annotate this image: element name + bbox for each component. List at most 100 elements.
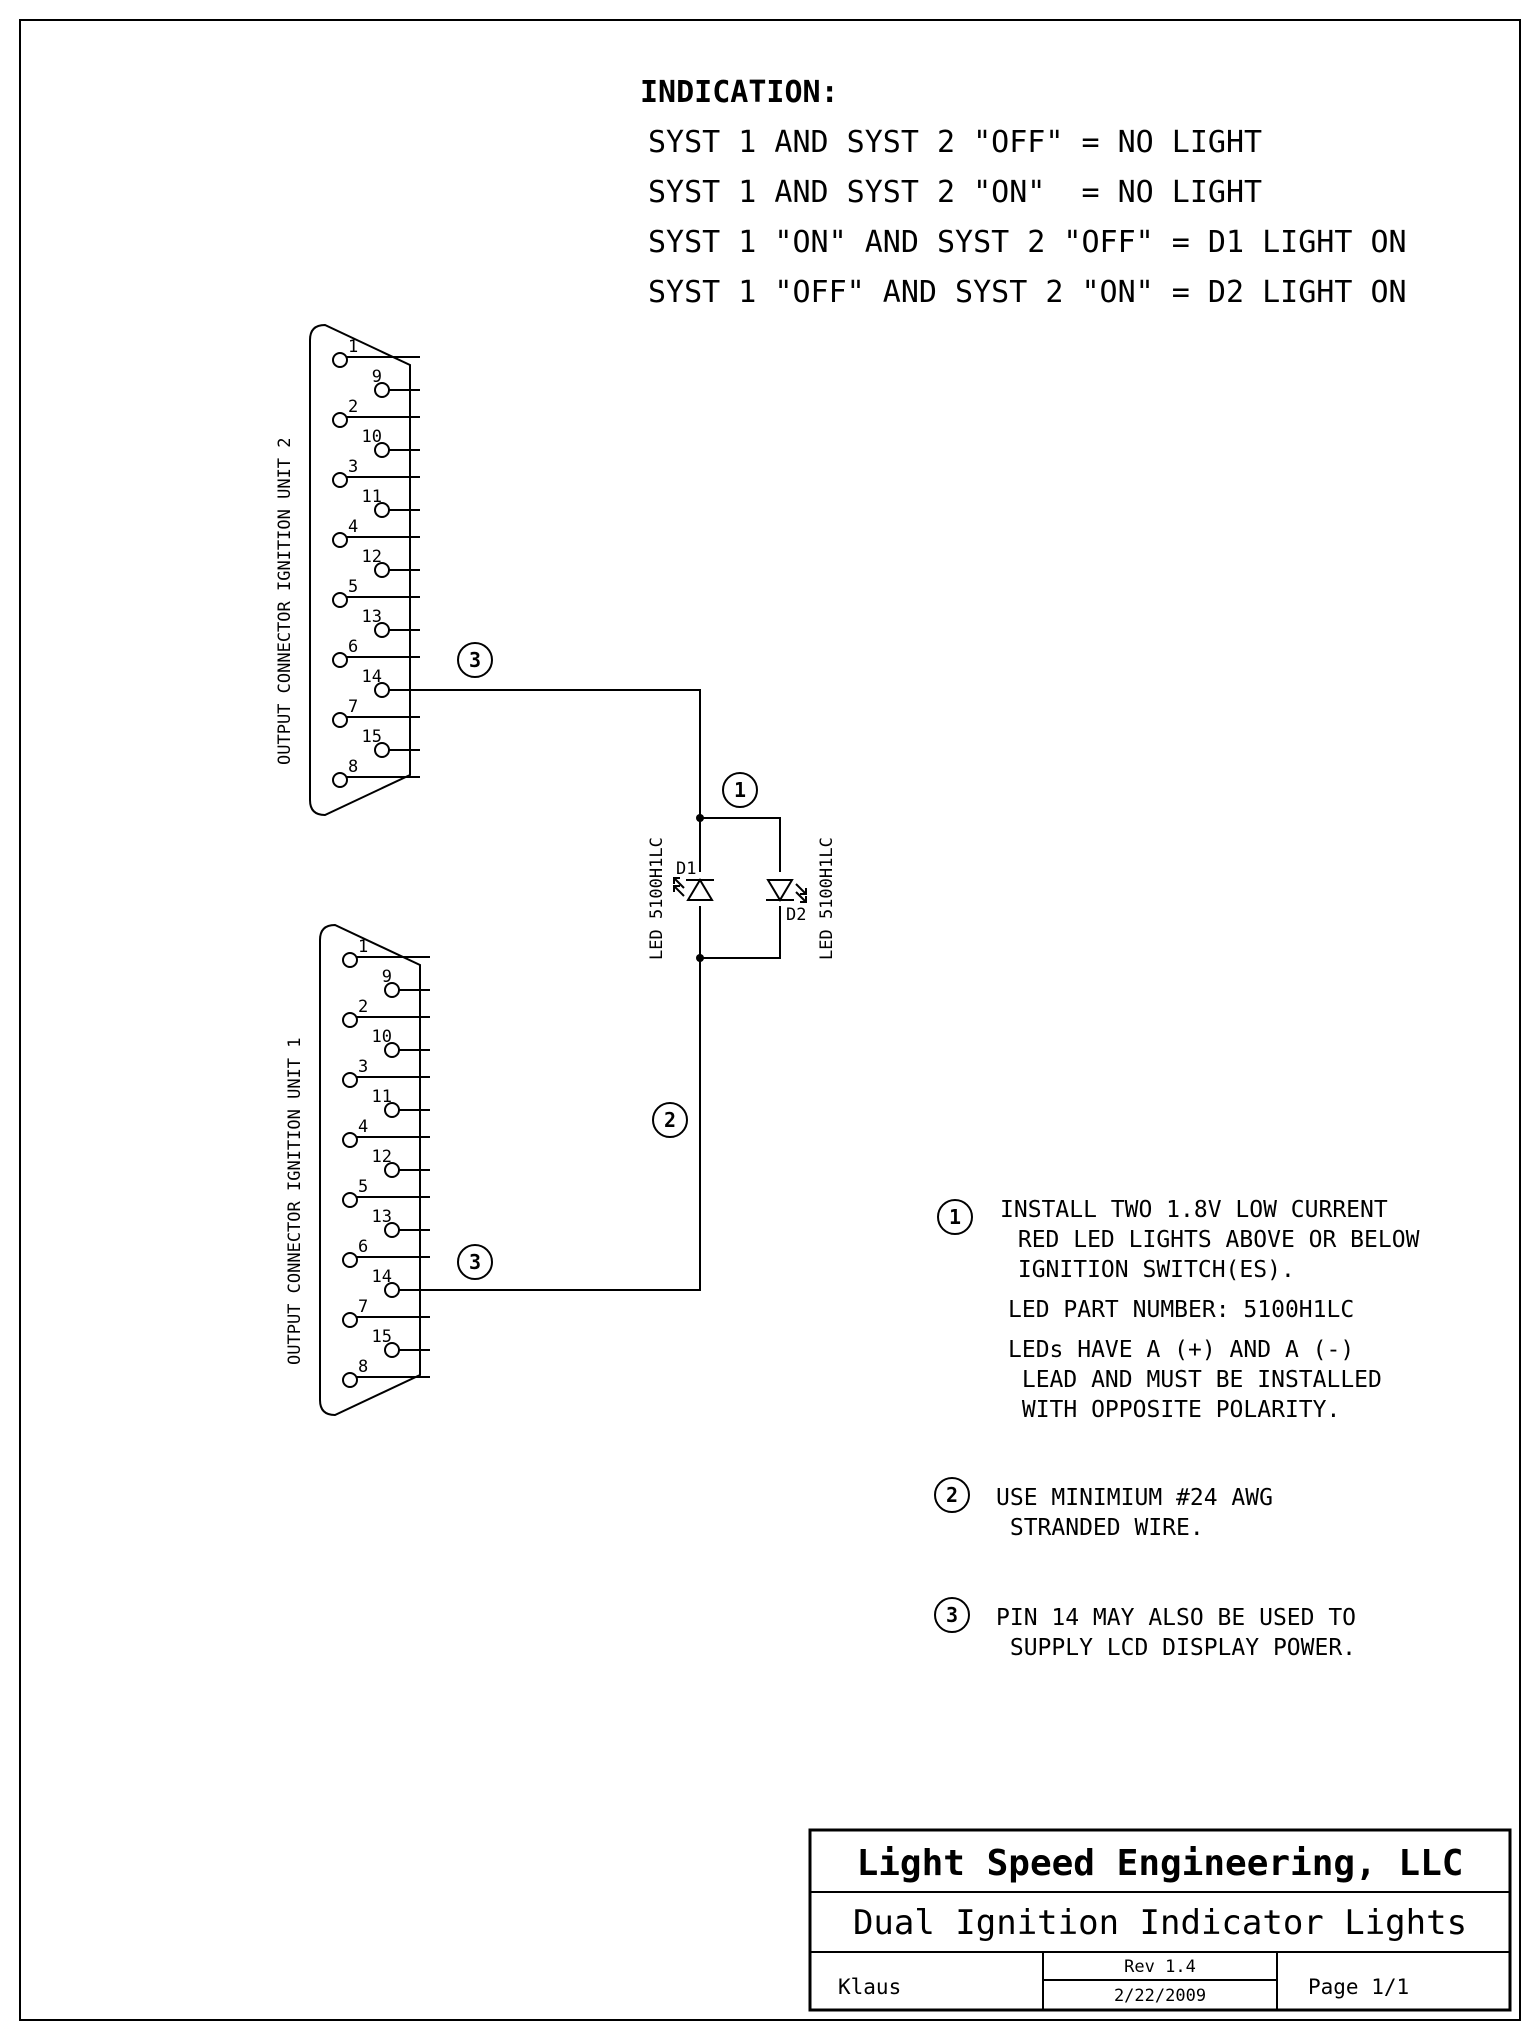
drawing-border — [19, 19, 1521, 2021]
pin-number: 10 — [362, 427, 382, 447]
connector-pin — [342, 1312, 358, 1328]
pin-number: 13 — [372, 1207, 392, 1227]
note-2-line-1: USE MINIMIUM #24 AWG — [996, 1485, 1273, 1511]
connector-pin — [332, 772, 348, 788]
connector-pin — [332, 412, 348, 428]
led-d2-symbol — [766, 879, 794, 902]
led-d1-symbol — [686, 878, 714, 901]
indication-title: INDICATION: — [640, 75, 839, 110]
pin-number: 4 — [358, 1117, 368, 1137]
pin-number: 15 — [372, 1327, 392, 1347]
indication-line-2: SYST 1 AND SYST 2 "ON" = NO LIGHT — [648, 175, 1262, 210]
note-1-line-1: INSTALL TWO 1.8V LOW CURRENT — [1000, 1197, 1388, 1223]
pin-number: 4 — [348, 517, 358, 537]
title-block: Light Speed Engineering, LLC Dual Igniti… — [808, 1828, 1512, 2012]
indication-line-3: SYST 1 "ON" AND SYST 2 "OFF" = D1 LIGHT … — [648, 225, 1407, 260]
note-1-line-6: LEAD AND MUST BE INSTALLED — [1008, 1367, 1382, 1393]
pin-number: 10 — [372, 1027, 392, 1047]
svg-text:2: 2 — [946, 1483, 958, 1507]
pin-number: 11 — [362, 487, 382, 507]
note-2: 2 USE MINIMIUM #24 AWG STRANDED WIRE. — [934, 1477, 1273, 1541]
note-3-line-2: SUPPLY LCD DISPLAY POWER. — [996, 1635, 1356, 1661]
indication-line-4: SYST 1 "OFF" AND SYST 2 "ON" = D2 LIGHT … — [648, 275, 1407, 310]
connector-pin — [342, 1372, 358, 1388]
led-d1-part: LED 5100H1LC — [647, 837, 667, 960]
svg-text:3: 3 — [469, 648, 481, 672]
led-d1-ref: D1 — [676, 859, 696, 879]
author: Klaus — [838, 1975, 901, 1999]
connector-pin — [342, 1012, 358, 1028]
indication-block: INDICATION: SYST 1 AND SYST 2 "OFF" = NO… — [640, 75, 1407, 310]
svg-text:1: 1 — [734, 778, 746, 802]
connector-pin — [342, 1192, 358, 1208]
pin-number: 12 — [372, 1147, 392, 1167]
pin-number: 15 — [362, 727, 382, 747]
revision-date: 2/22/2009 — [1114, 1986, 1206, 2006]
connector-label: OUTPUT CONNECTOR IGNITION UNIT 1 — [285, 1037, 305, 1365]
pin-number: 14 — [362, 667, 382, 687]
junction-dot-top — [696, 814, 704, 822]
svg-text:3: 3 — [946, 1603, 958, 1627]
connector-pin — [342, 1072, 358, 1088]
pin-number: 2 — [348, 397, 358, 417]
connector-label: OUTPUT CONNECTOR IGNITION UNIT 2 — [275, 437, 295, 765]
led-d1-arrow-1 — [673, 877, 685, 889]
pin-number: 6 — [348, 637, 358, 657]
page-number: Page 1/1 — [1308, 1975, 1409, 1999]
ref-bubble-3-unit2: 3 — [457, 642, 493, 678]
pin-number: 13 — [362, 607, 382, 627]
pin-number: 2 — [358, 997, 368, 1017]
connector-pin — [332, 652, 348, 668]
pin-number: 5 — [358, 1177, 368, 1197]
junction-dot-bottom — [696, 954, 704, 962]
connector-pin — [332, 532, 348, 548]
svg-text:2: 2 — [664, 1108, 676, 1132]
svg-text:1: 1 — [949, 1205, 961, 1229]
note-1-line-4: LED PART NUMBER: 5100H1LC — [1008, 1297, 1354, 1323]
revision: Rev 1.4 — [1124, 1957, 1196, 1977]
note-1: 1 INSTALL TWO 1.8V LOW CURRENT RED LED L… — [937, 1197, 1420, 1423]
indication-line-1: SYST 1 AND SYST 2 "OFF" = NO LIGHT — [648, 125, 1262, 160]
pin-number: 11 — [372, 1087, 392, 1107]
note-1-line-2: RED LED LIGHTS ABOVE OR BELOW — [1004, 1227, 1420, 1253]
pin-number: 7 — [358, 1297, 368, 1317]
led-d2-ref: D2 — [786, 905, 806, 925]
wire-unit1-pin14 — [430, 958, 701, 1291]
pin-number: 3 — [348, 457, 358, 477]
pin-number: 9 — [382, 967, 392, 987]
svg-text:3: 3 — [469, 1250, 481, 1274]
pin-number: 7 — [348, 697, 358, 717]
led-d2-arrow-1 — [795, 883, 807, 895]
company-name: Light Speed Engineering, LLC — [857, 1843, 1464, 1884]
note-1-line-7: WITH OPPOSITE POLARITY. — [1008, 1397, 1340, 1423]
note-1-line-3: IGNITION SWITCH(ES). — [1004, 1257, 1295, 1283]
connector-shell — [319, 923, 421, 1417]
note-3: 3 PIN 14 MAY ALSO BE USED TO SUPPLY LCD … — [934, 1597, 1356, 1661]
pin-number: 12 — [362, 547, 382, 567]
connector-shell — [309, 323, 411, 817]
connector-pin — [342, 1132, 358, 1148]
pin-number: 1 — [358, 937, 368, 957]
drawing-title: Dual Ignition Indicator Lights — [853, 1903, 1467, 1943]
connector-pin — [332, 352, 348, 368]
led-d2-part: LED 5100H1LC — [817, 837, 837, 960]
note-2-line-2: STRANDED WIRE. — [996, 1515, 1204, 1541]
pin-number: 6 — [358, 1237, 368, 1257]
note-3-line-1: PIN 14 MAY ALSO BE USED TO — [996, 1605, 1356, 1631]
pin-number: 9 — [372, 367, 382, 387]
pin-number: 14 — [372, 1267, 392, 1287]
note-1-line-5: LEDs HAVE A (+) AND A (-) — [1008, 1337, 1354, 1363]
pin-number: 8 — [348, 757, 358, 777]
connector-pin — [332, 592, 348, 608]
wire-unit2-pin14 — [420, 689, 701, 818]
ref-bubble-3-unit1: 3 — [457, 1244, 493, 1280]
pin-number: 8 — [358, 1357, 368, 1377]
ref-bubble-1-schematic: 1 — [722, 772, 758, 808]
pin-number: 1 — [348, 337, 358, 357]
connector-pin — [342, 952, 358, 968]
ref-bubble-2-schematic: 2 — [652, 1102, 688, 1138]
pin-number: 5 — [348, 577, 358, 597]
